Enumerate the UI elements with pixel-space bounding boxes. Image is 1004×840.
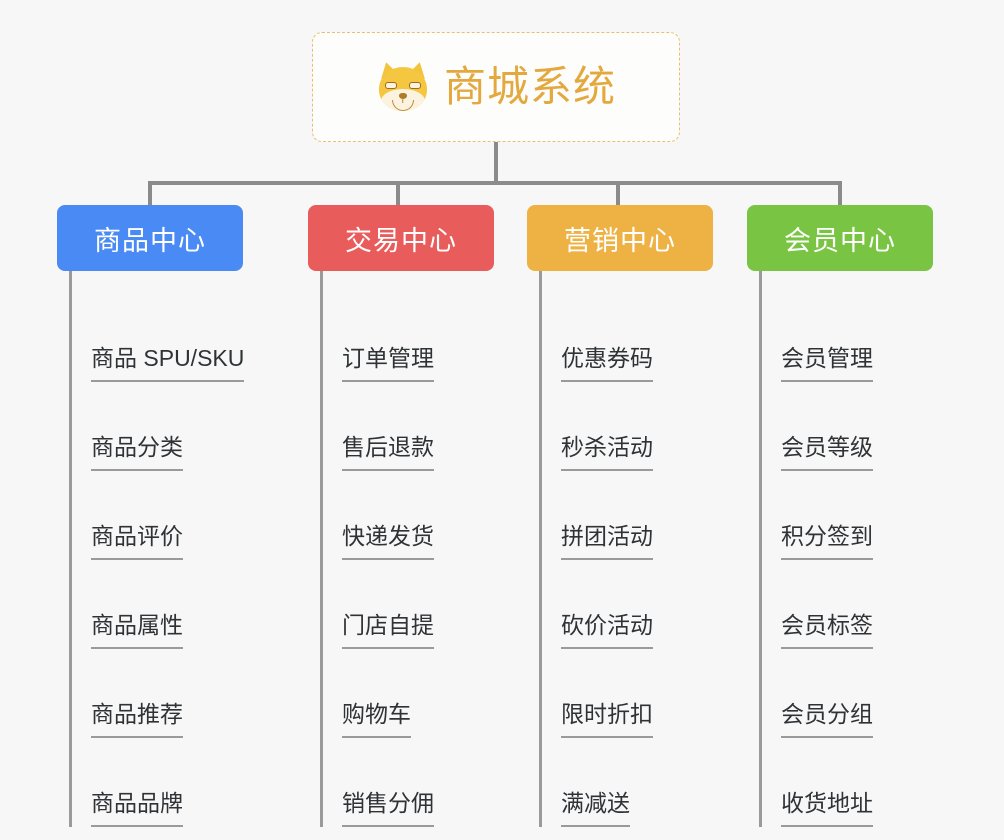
leaf-item-member-center-3[interactable]: 会员标签 <box>747 560 933 649</box>
leaf-item-trade-center-2[interactable]: 快递发货 <box>308 471 494 560</box>
leaf-item-label: 订单管理 <box>342 345 434 382</box>
leaf-item-marketing-center-5[interactable]: 满减送 <box>527 738 713 827</box>
leaf-item-label: 销售分佣 <box>342 790 434 827</box>
leaf-list-product-center: 商品 SPU/SKU 商品分类商品评价商品属性商品推荐商品品牌 <box>57 271 245 827</box>
leaf-item-label: 商品评价 <box>91 523 183 560</box>
leaf-item-label: 收货地址 <box>781 790 873 827</box>
leaf-item-label: 快递发货 <box>342 523 434 560</box>
connector-root-stem <box>494 142 498 185</box>
leaf-item-trade-center-0[interactable]: 订单管理 <box>308 293 494 382</box>
leaf-item-product-center-2[interactable]: 商品评价 <box>57 471 243 560</box>
leaf-item-marketing-center-2[interactable]: 拼团活动 <box>527 471 713 560</box>
column-member-center: 会员中心 会员管理会员等级积分签到会员标签会员分组收货地址 <box>747 205 933 827</box>
leaf-item-product-center-1[interactable]: 商品分类 <box>57 382 243 471</box>
leaf-item-label: 商品分类 <box>91 434 183 471</box>
leaf-item-label: 砍价活动 <box>561 612 653 649</box>
leaf-item-label: 商品推荐 <box>91 701 183 738</box>
leaf-item-label: 会员管理 <box>781 345 873 382</box>
leaf-item-label: 会员标签 <box>781 612 873 649</box>
column-trade-center: 交易中心 订单管理售后退款快递发货门店自提购物车销售分佣 <box>308 205 494 827</box>
category-header-trade-center[interactable]: 交易中心 <box>308 205 494 271</box>
leaf-list-trade-center: 订单管理售后退款快递发货门店自提购物车销售分佣 <box>308 271 494 827</box>
leaf-item-label: 商品品牌 <box>91 790 183 827</box>
column-product-center: 商品中心 商品 SPU/SKU 商品分类商品评价商品属性商品推荐商品品牌 <box>57 205 245 827</box>
root-node-shop-system[interactable]: 商城系统 <box>312 32 680 142</box>
leaf-item-label: 商品 SPU/SKU <box>91 345 245 382</box>
leaf-item-label: 积分签到 <box>781 523 873 560</box>
category-header-marketing-center[interactable]: 营销中心 <box>527 205 713 271</box>
connector-drop-marketing-center <box>616 181 620 207</box>
shiba-dog-face-icon <box>376 60 430 113</box>
leaf-item-label: 满减送 <box>561 790 630 827</box>
leaf-item-marketing-center-3[interactable]: 砍价活动 <box>527 560 713 649</box>
column-marketing-center: 营销中心 优惠券码秒杀活动拼团活动砍价活动限时折扣满减送 <box>527 205 713 827</box>
connector-drop-member-center <box>838 181 842 207</box>
leaf-item-product-center-0[interactable]: 商品 SPU/SKU <box>57 293 245 382</box>
leaf-item-member-center-0[interactable]: 会员管理 <box>747 293 933 382</box>
leaf-spine <box>320 271 323 827</box>
leaf-item-label: 秒杀活动 <box>561 434 653 471</box>
root-title: 商城系统 <box>443 63 616 110</box>
connector-drop-product-center <box>148 181 152 207</box>
leaf-item-trade-center-3[interactable]: 门店自提 <box>308 560 494 649</box>
leaf-item-label: 会员分组 <box>781 701 873 738</box>
leaf-item-label: 限时折扣 <box>561 701 653 738</box>
leaf-spine <box>759 271 762 827</box>
connector-drop-trade-center <box>396 181 400 207</box>
connector-horizontal-bus <box>148 181 842 185</box>
leaf-spine <box>69 271 72 827</box>
leaf-item-trade-center-1[interactable]: 售后退款 <box>308 382 494 471</box>
leaf-item-label: 售后退款 <box>342 434 434 471</box>
leaf-item-member-center-2[interactable]: 积分签到 <box>747 471 933 560</box>
leaf-item-member-center-4[interactable]: 会员分组 <box>747 649 933 738</box>
leaf-item-product-center-5[interactable]: 商品品牌 <box>57 738 243 827</box>
leaf-item-label: 优惠券码 <box>561 345 653 382</box>
leaf-item-member-center-5[interactable]: 收货地址 <box>747 738 933 827</box>
leaf-spine <box>539 271 542 827</box>
leaf-item-trade-center-5[interactable]: 销售分佣 <box>308 738 494 827</box>
leaf-item-marketing-center-1[interactable]: 秒杀活动 <box>527 382 713 471</box>
leaf-item-label: 会员等级 <box>781 434 873 471</box>
leaf-item-label: 商品属性 <box>91 612 183 649</box>
leaf-item-product-center-3[interactable]: 商品属性 <box>57 560 243 649</box>
leaf-item-label: 购物车 <box>342 701 411 738</box>
leaf-item-marketing-center-4[interactable]: 限时折扣 <box>527 649 713 738</box>
category-header-product-center[interactable]: 商品中心 <box>57 205 243 271</box>
category-header-member-center[interactable]: 会员中心 <box>747 205 933 271</box>
leaf-item-product-center-4[interactable]: 商品推荐 <box>57 649 243 738</box>
leaf-list-marketing-center: 优惠券码秒杀活动拼团活动砍价活动限时折扣满减送 <box>527 271 713 827</box>
leaf-item-trade-center-4[interactable]: 购物车 <box>308 649 494 738</box>
leaf-item-label: 拼团活动 <box>561 523 653 560</box>
leaf-item-member-center-1[interactable]: 会员等级 <box>747 382 933 471</box>
leaf-item-marketing-center-0[interactable]: 优惠券码 <box>527 293 713 382</box>
leaf-list-member-center: 会员管理会员等级积分签到会员标签会员分组收货地址 <box>747 271 933 827</box>
leaf-item-label: 门店自提 <box>342 612 434 649</box>
